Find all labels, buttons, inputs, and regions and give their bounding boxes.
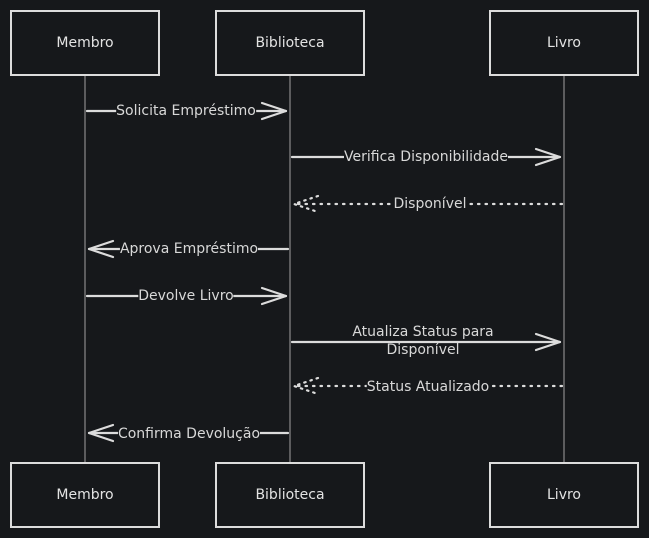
arrowhead-icon [292,376,320,396]
message-label: Confirma Devolução [117,425,261,443]
message-label: Verifica Disponibilidade [344,148,508,166]
arrowhead-icon [87,239,115,259]
participant-bottom-biblioteca: Biblioteca [215,462,365,528]
arrowhead-icon [260,101,288,121]
arrowhead-icon [292,194,320,214]
message-label: Aprova Empréstimo [119,240,259,258]
message-label: Solicita Empréstimo [116,102,256,120]
arrowhead-icon [87,423,115,443]
message-label: Disponível [393,195,467,213]
participant-top-biblioteca: Biblioteca [215,10,365,76]
arrowhead-icon [260,286,288,306]
participant-top-livro: Livro [489,10,639,76]
message-label: Devolve Livro [138,287,234,305]
arrowhead-icon [534,332,562,352]
participant-bottom-membro: Membro [10,462,160,528]
message-label: Status Atualizado [366,378,490,396]
participant-bottom-livro: Livro [489,462,639,528]
arrowhead-icon [534,147,562,167]
participant-top-membro: Membro [10,10,160,76]
message-label: Atualiza Status para Disponível [352,324,494,358]
